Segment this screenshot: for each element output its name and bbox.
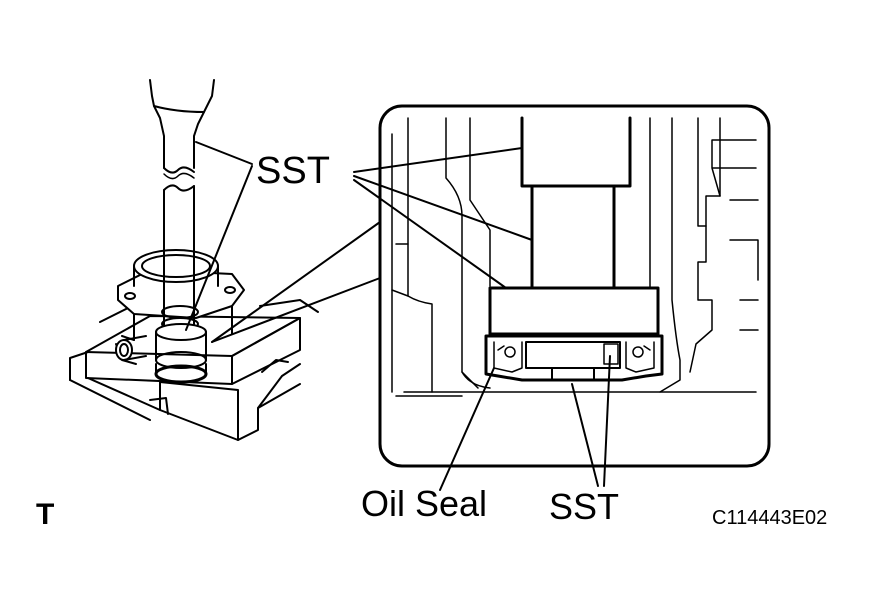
housing-contours xyxy=(391,117,759,397)
oil-seal-label: Oil Seal xyxy=(361,483,488,524)
sst-label-top: SST xyxy=(256,150,330,192)
pump-housing xyxy=(115,249,245,365)
leader-lines xyxy=(185,141,611,491)
oil-seal-detail xyxy=(484,334,664,382)
view-letter-label: T xyxy=(36,498,55,531)
figure-code-label: C114443E02 xyxy=(712,507,828,529)
detail-view xyxy=(378,104,771,468)
sst-driver-detail xyxy=(488,116,660,336)
magnification-lines xyxy=(211,221,381,343)
sst-handle xyxy=(149,79,215,180)
overall-view xyxy=(69,79,319,441)
sst-shaft xyxy=(154,184,208,384)
sst-label-bottom: SST xyxy=(549,486,620,527)
